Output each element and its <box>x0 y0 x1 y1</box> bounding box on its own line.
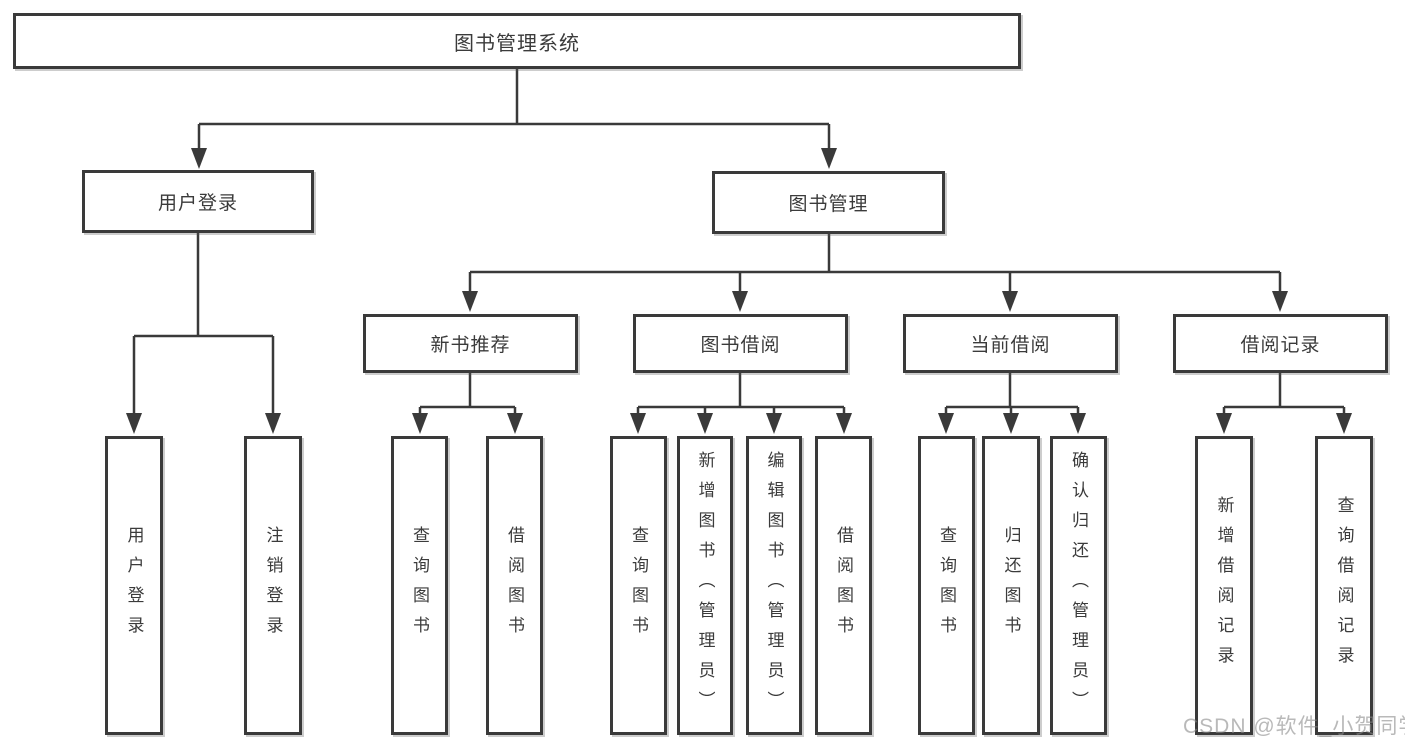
arrow-heads <box>126 148 1352 434</box>
node-label: 图书借阅 <box>700 335 781 356</box>
node-label: 查询图书 <box>937 525 956 646</box>
node-label: 图书管理 <box>788 194 869 215</box>
leaf-current-return-books: 归还图书 <box>982 436 1040 735</box>
leaf-current-query-books: 查询图书 <box>918 436 975 735</box>
leaf-borrow-edit-books-admin: 编辑图书（管理员） <box>746 436 802 735</box>
leaf-recommend-borrow-books: 借阅图书 <box>486 436 543 735</box>
node-label: 查询图书 <box>410 525 429 646</box>
node-label: 用户登录 <box>124 525 144 646</box>
node-label: 注销登录 <box>263 525 283 646</box>
node-borrowing-records: 借阅记录 <box>1173 314 1388 373</box>
node-root-library-system: 图书管理系统 <box>13 13 1021 69</box>
node-label: 新增图书（管理员） <box>695 450 715 721</box>
node-new-book-recommend: 新书推荐 <box>363 314 578 373</box>
node-label: 确认归还（管理员） <box>1069 450 1088 721</box>
node-label: 归还图书 <box>1001 525 1021 646</box>
node-label: 查询图书 <box>629 525 648 646</box>
node-current-borrowing: 当前借阅 <box>903 314 1118 373</box>
node-book-management: 图书管理 <box>712 171 945 234</box>
node-label: 借阅记录 <box>1240 335 1321 356</box>
node-label: 编辑图书（管理员） <box>764 450 784 721</box>
leaf-user-login: 用户登录 <box>105 436 163 735</box>
node-book-borrowing: 图书借阅 <box>633 314 848 373</box>
node-label: 新增借阅记录 <box>1214 495 1234 676</box>
leaf-borrow-add-books-admin: 新增图书（管理员） <box>677 436 733 735</box>
node-label: 用户登录 <box>157 193 238 214</box>
node-label: 借阅图书 <box>505 525 524 646</box>
node-label: 新书推荐 <box>430 335 511 356</box>
leaf-current-confirm-return-admin: 确认归还（管理员） <box>1050 436 1107 735</box>
connector-stems <box>132 69 1346 415</box>
leaf-records-add-borrow-record: 新增借阅记录 <box>1195 436 1253 735</box>
leaf-borrow-query-books: 查询图书 <box>610 436 667 735</box>
leaf-logout: 注销登录 <box>244 436 302 735</box>
leaf-recommend-query-books: 查询图书 <box>391 436 448 735</box>
node-label: 查询借阅记录 <box>1334 495 1354 676</box>
leaf-borrow-borrow-books: 借阅图书 <box>815 436 872 735</box>
leaf-records-query-borrow-record: 查询借阅记录 <box>1315 436 1373 735</box>
node-label: 图书管理系统 <box>454 32 580 55</box>
node-label: 当前借阅 <box>970 335 1051 356</box>
node-label: 借阅图书 <box>834 525 853 646</box>
node-user-login: 用户登录 <box>82 170 314 233</box>
